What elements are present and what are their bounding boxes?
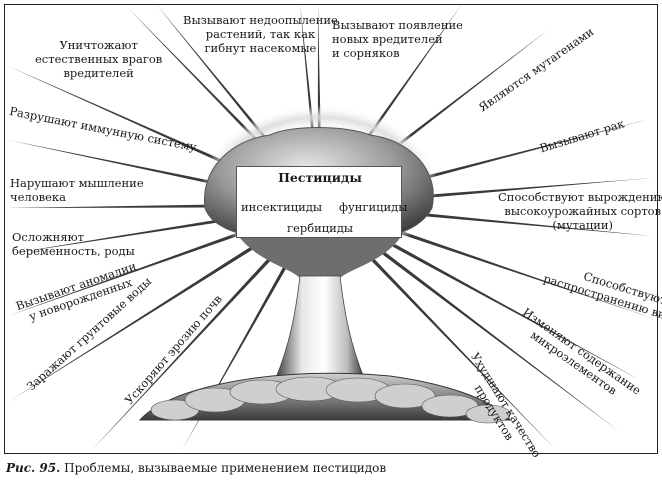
base-puff — [374, 383, 436, 409]
effect-pregnancy: Осложняют беременность, роды — [12, 230, 135, 258]
effect-variety-degeneration: Способствуют вырождению высокоурожайных … — [498, 190, 662, 232]
ray-line — [318, 203, 556, 450]
base-puff — [465, 404, 511, 424]
pesticides-box: Пестициды инсектициды фунгициды гербицид… — [236, 166, 407, 238]
ray-line — [92, 203, 322, 450]
cloud-stem — [274, 275, 366, 381]
ray-line — [8, 203, 322, 402]
pesticides-title: Пестициды — [278, 170, 362, 185]
type-herbicides: гербициды — [287, 221, 354, 235]
diagram-frame — [4, 4, 658, 454]
effect-thinking: Нарушают мышление человека — [10, 176, 144, 204]
effect-new-pests: Вызывают появление новых вредителей и со… — [332, 18, 463, 60]
caption-text: Проблемы, вызываемые применением пестици… — [60, 461, 387, 475]
type-insecticides: инсектициды — [241, 200, 323, 214]
cloud-underside — [240, 238, 400, 278]
figure-caption: Рис. 95. Проблемы, вызываемые применение… — [6, 461, 386, 475]
ray-line — [318, 203, 640, 380]
type-fungicides: фунгициды — [339, 200, 408, 214]
effect-pollination: Вызывают недоопыление растений, так как … — [183, 13, 338, 55]
effect-destroy-natural-enemies: Уничтожают естественных врагов вредителе… — [35, 38, 163, 80]
caption-label: Рис. 95. — [6, 461, 61, 475]
base-puffs — [150, 376, 511, 424]
ray-line — [318, 203, 620, 432]
